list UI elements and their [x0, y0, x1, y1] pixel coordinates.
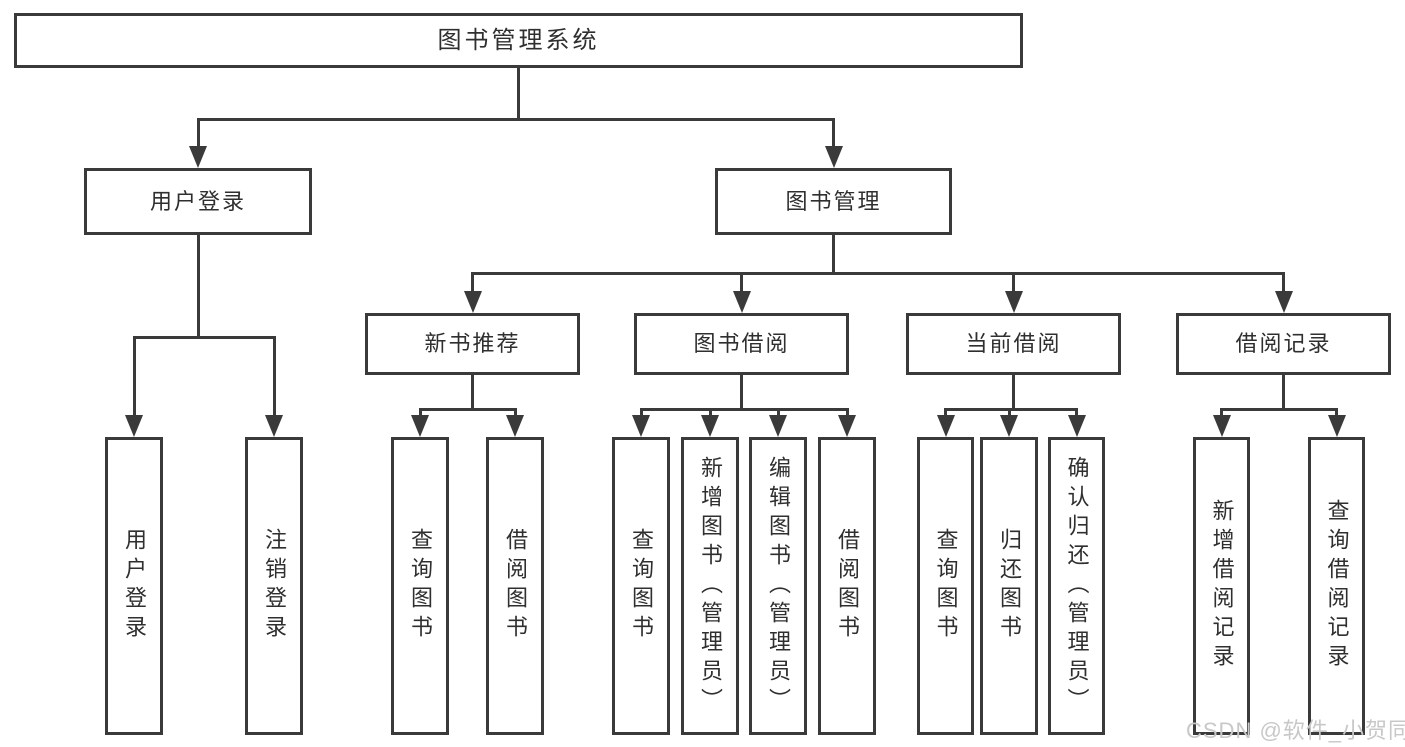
arrowhead-icon-leaf-br-add [1212, 415, 1231, 437]
arrowhead-icon-leaf-br-query [1327, 415, 1346, 437]
node-user-login: 用户登录 [84, 168, 312, 235]
connector-rail-user-login [132, 336, 276, 339]
node-label-leaf-bb-query: 查询图书 [629, 528, 654, 644]
node-leaf-bb-add: 新增图书（管理员） [681, 437, 739, 735]
node-leaf-bb-borrow: 借阅图书 [818, 437, 876, 735]
connector-rail-borrow-records [1220, 408, 1338, 411]
arrowhead-icon-borrow-records [1274, 291, 1293, 313]
arrowhead-icon-leaf-rec-query [411, 415, 429, 437]
connector-rail-book-borrow [639, 408, 849, 411]
node-label-leaf-user-login: 用户登录 [122, 528, 147, 644]
connector-stem-new-book-rec [471, 375, 474, 411]
arrowhead-icon-leaf-cb-confirm [1067, 415, 1086, 437]
node-leaf-rec-borrow: 借阅图书 [486, 437, 544, 735]
node-leaf-br-query: 查询借阅记录 [1308, 437, 1365, 735]
connector-drop-book-borrow [740, 272, 743, 305]
node-leaf-logout: 注销登录 [245, 437, 303, 735]
node-label-leaf-br-add: 新增借阅记录 [1209, 499, 1235, 673]
arrowhead-icon-leaf-user-login [125, 415, 143, 437]
node-borrow-records: 借阅记录 [1176, 313, 1391, 375]
arrowhead-icon-leaf-bb-add [701, 415, 719, 437]
node-label-user-login: 用户登录 [149, 188, 246, 214]
node-leaf-rec-query: 查询图书 [391, 437, 449, 735]
connector-drop-current-borrow [1012, 272, 1015, 305]
node-leaf-cb-return: 归还图书 [980, 437, 1038, 735]
node-leaf-bb-query: 查询图书 [612, 437, 670, 735]
arrowhead-icon-current-borrow [1004, 291, 1023, 313]
node-label-new-book-rec: 新书推荐 [424, 331, 521, 356]
node-label-leaf-cb-confirm: 确认归还（管理员） [1064, 455, 1090, 717]
node-label-leaf-br-query: 查询借阅记录 [1324, 499, 1350, 673]
node-label-leaf-cb-query: 查询图书 [933, 528, 959, 644]
connector-drop-new-book-rec [471, 272, 474, 305]
node-label-leaf-rec-query: 查询图书 [408, 528, 433, 644]
connector-drop-leaf-logout [272, 336, 276, 429]
node-new-book-rec: 新书推荐 [365, 313, 580, 375]
arrowhead-icon-leaf-cb-query [936, 415, 955, 437]
node-leaf-cb-confirm: 确认归还（管理员） [1048, 437, 1105, 735]
connector-drop-user-login [196, 118, 200, 160]
arrowhead-icon-leaf-cb-return [1000, 415, 1018, 437]
arrowhead-icon-leaf-bb-borrow [838, 415, 856, 437]
connector-rail-root [196, 118, 835, 121]
node-label-leaf-logout: 注销登录 [262, 528, 287, 644]
node-label-leaf-bb-borrow: 借阅图书 [835, 528, 860, 644]
connector-stem-borrow-records [1282, 375, 1285, 411]
connector-drop-leaf-user-login [132, 336, 136, 429]
connector-drop-borrow-records [1282, 272, 1285, 305]
arrowhead-icon-leaf-rec-borrow [506, 415, 524, 437]
connector-rail-current-borrow [944, 408, 1078, 411]
node-label-leaf-bb-add: 新增图书（管理员） [698, 455, 723, 717]
node-leaf-user-login: 用户登录 [105, 437, 163, 735]
arrowhead-icon-user-login [189, 146, 207, 168]
node-leaf-cb-query: 查询图书 [917, 437, 974, 735]
arrowhead-icon-leaf-bb-query [632, 415, 650, 437]
connector-stem-root [517, 68, 520, 121]
arrowhead-icon-book-borrow [732, 291, 751, 313]
node-book-borrow: 图书借阅 [634, 313, 849, 375]
node-label-book-mgmt: 图书管理 [785, 188, 882, 214]
node-label-borrow-records: 借阅记录 [1235, 331, 1332, 356]
connector-rail-book-mgmt [471, 272, 1285, 275]
node-root: 图书管理系统 [14, 13, 1023, 68]
arrowhead-icon-leaf-bb-edit [769, 415, 787, 437]
node-leaf-bb-edit: 编辑图书（管理员） [749, 437, 807, 735]
node-label-leaf-cb-return: 归还图书 [997, 528, 1022, 644]
arrowhead-icon-new-book-rec [463, 291, 482, 313]
node-book-mgmt: 图书管理 [715, 168, 952, 235]
node-leaf-br-add: 新增借阅记录 [1193, 437, 1250, 735]
arrowhead-icon-leaf-logout [265, 415, 283, 437]
node-current-borrow: 当前借阅 [906, 313, 1121, 375]
connector-stem-book-borrow [740, 375, 743, 411]
connector-stem-current-borrow [1012, 375, 1015, 411]
connector-rail-new-book-rec [418, 408, 517, 411]
node-label-leaf-rec-borrow: 借阅图书 [503, 528, 528, 644]
node-label-book-borrow: 图书借阅 [693, 331, 790, 356]
node-label-root: 图书管理系统 [437, 26, 600, 54]
node-label-current-borrow: 当前借阅 [965, 331, 1062, 356]
csdn-watermark: CSDN @软件_小贺同学 [1186, 718, 1405, 743]
arrowhead-icon-book-mgmt [824, 146, 843, 168]
node-label-leaf-bb-edit: 编辑图书（管理员） [766, 455, 791, 717]
connector-stem-user-login [196, 235, 200, 339]
connector-stem-book-mgmt [832, 235, 835, 275]
connector-drop-book-mgmt [832, 118, 835, 160]
